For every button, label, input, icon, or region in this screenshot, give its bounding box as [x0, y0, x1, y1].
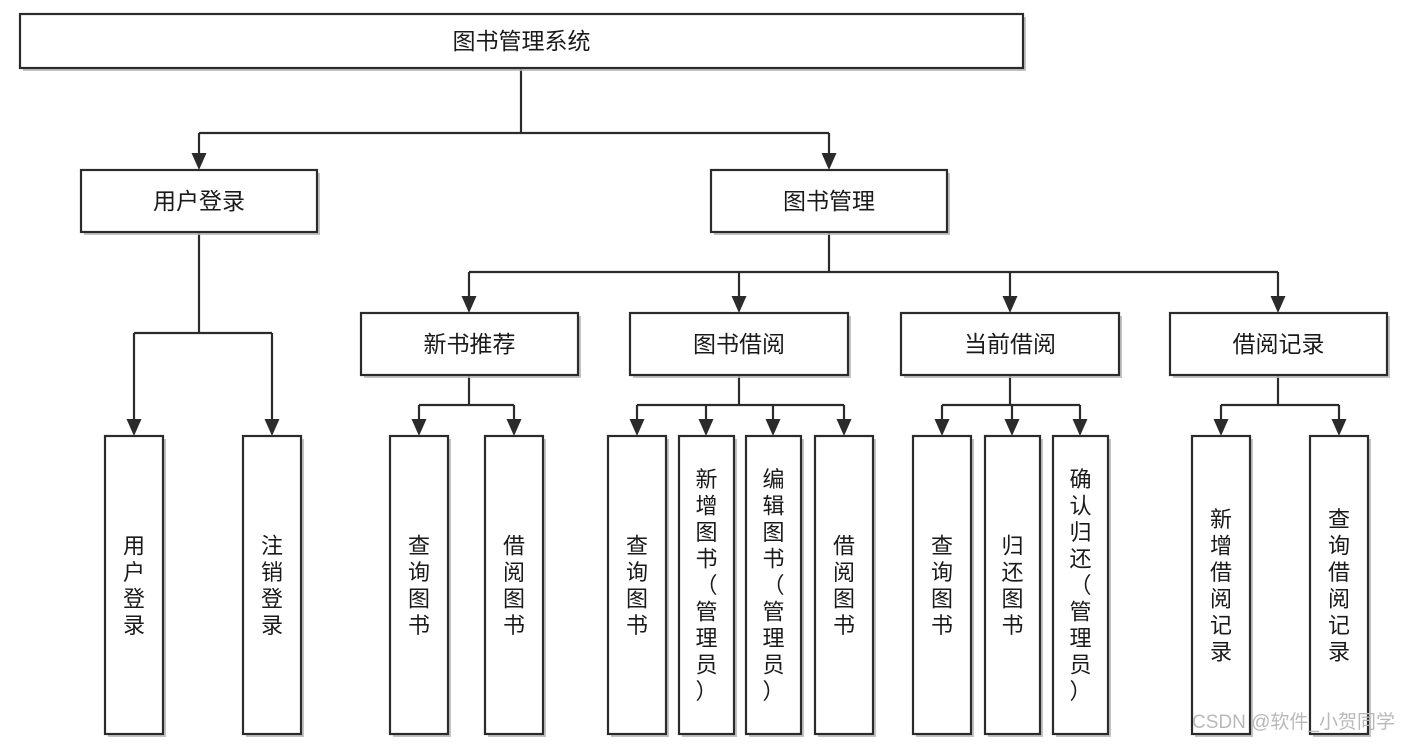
- connector-book-manage-to-level2: [461, 232, 1286, 313]
- node-leaf-edit-book[interactable]: 编辑图书（管理员）: [744, 434, 804, 737]
- node-box[interactable]: [628, 311, 850, 377]
- node-box[interactable]: [744, 434, 803, 736]
- node-box[interactable]: [1168, 311, 1389, 377]
- csdn-watermark: CSDN @软件_小贺同学: [1192, 711, 1395, 733]
- node-box[interactable]: [1051, 434, 1110, 736]
- node-leaf-logout[interactable]: 注销登录: [241, 434, 304, 737]
- node-label: 用户登录: [153, 188, 245, 214]
- node-leaf-query-book-3[interactable]: 查询图书: [911, 434, 974, 737]
- node-book-manage[interactable]: 图书管理: [709, 168, 950, 235]
- node-box[interactable]: [1190, 434, 1252, 736]
- node-user-login[interactable]: 用户登录: [79, 168, 320, 235]
- node-leaf-confirm-return[interactable]: 确认归还（管理员）: [1051, 434, 1111, 737]
- node-label: 确认归还（管理员）: [1069, 467, 1091, 704]
- node-leaf-query-book-2[interactable]: 查询图书: [606, 434, 669, 737]
- connector-layer: [126, 68, 1347, 436]
- node-box[interactable]: [606, 434, 668, 736]
- node-label: 查询图书: [408, 533, 430, 638]
- node-box[interactable]: [241, 434, 303, 736]
- node-label: 新书推荐: [424, 331, 516, 357]
- node-layer: 图书管理系统用户登录图书管理新书推荐图书借阅当前借阅借阅记录用户登录注销登录查询…: [18, 12, 1390, 737]
- node-label: 当前借阅: [964, 331, 1056, 357]
- node-leaf-return-book[interactable]: 归还图书: [983, 434, 1043, 737]
- node-box[interactable]: [359, 311, 580, 377]
- node-leaf-query-book-1[interactable]: 查询图书: [388, 434, 451, 737]
- node-label: 查询图书: [931, 533, 953, 638]
- node-label: 归还图书: [1001, 533, 1023, 638]
- node-borrow-record[interactable]: 借阅记录: [1168, 311, 1390, 378]
- node-label: 图书借阅: [693, 331, 785, 357]
- node-label: 新增图书（管理员）: [695, 467, 717, 704]
- node-root-root[interactable]: 图书管理系统: [18, 12, 1026, 71]
- connector-borrow-record-to-leaves: [1213, 375, 1347, 436]
- node-box[interactable]: [677, 434, 736, 736]
- node-box[interactable]: [483, 434, 545, 736]
- node-label: 新增借阅记录: [1210, 506, 1232, 664]
- node-box[interactable]: [79, 168, 319, 234]
- node-label: 用户登录: [123, 533, 145, 638]
- watermark-layer: CSDN @软件_小贺同学: [1192, 711, 1395, 733]
- connector-book-borrow-to-leaves: [629, 375, 852, 436]
- node-label: 借阅记录: [1233, 331, 1325, 357]
- node-box[interactable]: [709, 168, 949, 234]
- connector-root-to-level1: [191, 68, 837, 170]
- node-label: 编辑图书（管理员）: [762, 467, 784, 704]
- node-leaf-add-record[interactable]: 新增借阅记录: [1190, 434, 1253, 737]
- node-leaf-user-login[interactable]: 用户登录: [103, 434, 166, 737]
- node-box[interactable]: [911, 434, 973, 736]
- node-label: 图书管理系统: [453, 28, 591, 54]
- node-box[interactable]: [899, 311, 1121, 377]
- node-label: 借阅图书: [833, 533, 855, 638]
- node-box[interactable]: [983, 434, 1042, 736]
- node-box[interactable]: [18, 12, 1025, 70]
- node-leaf-add-book[interactable]: 新增图书（管理员）: [677, 434, 737, 737]
- node-leaf-query-record[interactable]: 查询借阅记录: [1308, 434, 1371, 737]
- connector-current-borrow-to-leaves: [934, 375, 1088, 436]
- node-label: 查询借阅记录: [1328, 506, 1350, 664]
- connector-new-book-recommend-to-leaves: [411, 375, 522, 436]
- node-label: 查询图书: [626, 533, 648, 638]
- node-label: 注销登录: [261, 533, 283, 638]
- node-box[interactable]: [103, 434, 165, 736]
- node-box[interactable]: [813, 434, 875, 736]
- node-box[interactable]: [388, 434, 450, 736]
- node-box[interactable]: [1308, 434, 1370, 736]
- node-book-borrow[interactable]: 图书借阅: [628, 311, 851, 378]
- node-label: 借阅图书: [503, 533, 525, 638]
- connector-user-login-to-leaves: [126, 232, 280, 436]
- node-leaf-borrow-book-1[interactable]: 借阅图书: [483, 434, 546, 737]
- node-label: 图书管理: [783, 188, 875, 214]
- node-new-book-recommend[interactable]: 新书推荐: [359, 311, 581, 378]
- node-current-borrow[interactable]: 当前借阅: [899, 311, 1122, 378]
- node-leaf-borrow-book-2[interactable]: 借阅图书: [813, 434, 876, 737]
